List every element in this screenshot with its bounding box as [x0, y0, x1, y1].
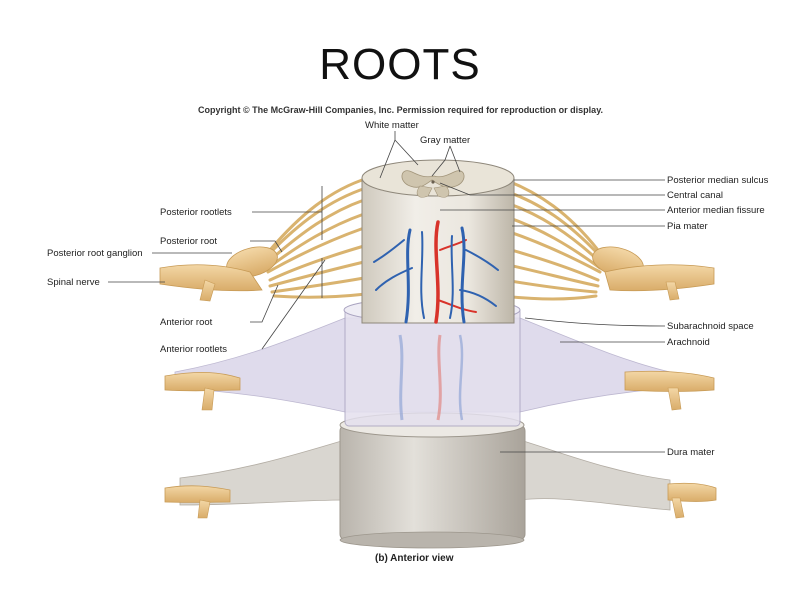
label-gray-matter: Gray matter	[420, 135, 470, 146]
label-pia-mater: Pia mater	[667, 221, 708, 232]
diagram-labels: White matter Gray matter Posterior media…	[47, 120, 769, 564]
spinal-cord-segment	[361, 159, 515, 324]
label-subarachnoid-space: Subarachnoid space	[667, 321, 754, 332]
label-anterior-root: Anterior root	[160, 317, 213, 328]
label-anterior-rootlets: Anterior rootlets	[160, 344, 227, 355]
label-central-canal: Central canal	[667, 190, 723, 201]
label-white-matter: White matter	[365, 120, 419, 131]
label-posterior-median-sulcus: Posterior median sulcus	[667, 175, 769, 186]
label-anterior-median-fissure: Anterior median fissure	[667, 205, 765, 216]
slide-title: ROOTS	[319, 40, 481, 89]
leader-lines	[108, 131, 666, 453]
label-spinal-nerve: Spinal nerve	[47, 277, 100, 288]
label-dura-mater: Dura mater	[667, 447, 715, 458]
label-posterior-root-ganglion: Posterior root ganglion	[47, 248, 143, 259]
figure-caption: (b) Anterior view	[375, 553, 454, 564]
label-posterior-rootlets: Posterior rootlets	[160, 207, 232, 218]
copyright-notice: Copyright © The McGraw-Hill Companies, I…	[198, 105, 604, 115]
label-posterior-root: Posterior root	[160, 236, 217, 247]
label-arachnoid: Arachnoid	[667, 337, 710, 348]
dura-mater-layer	[164, 412, 717, 549]
